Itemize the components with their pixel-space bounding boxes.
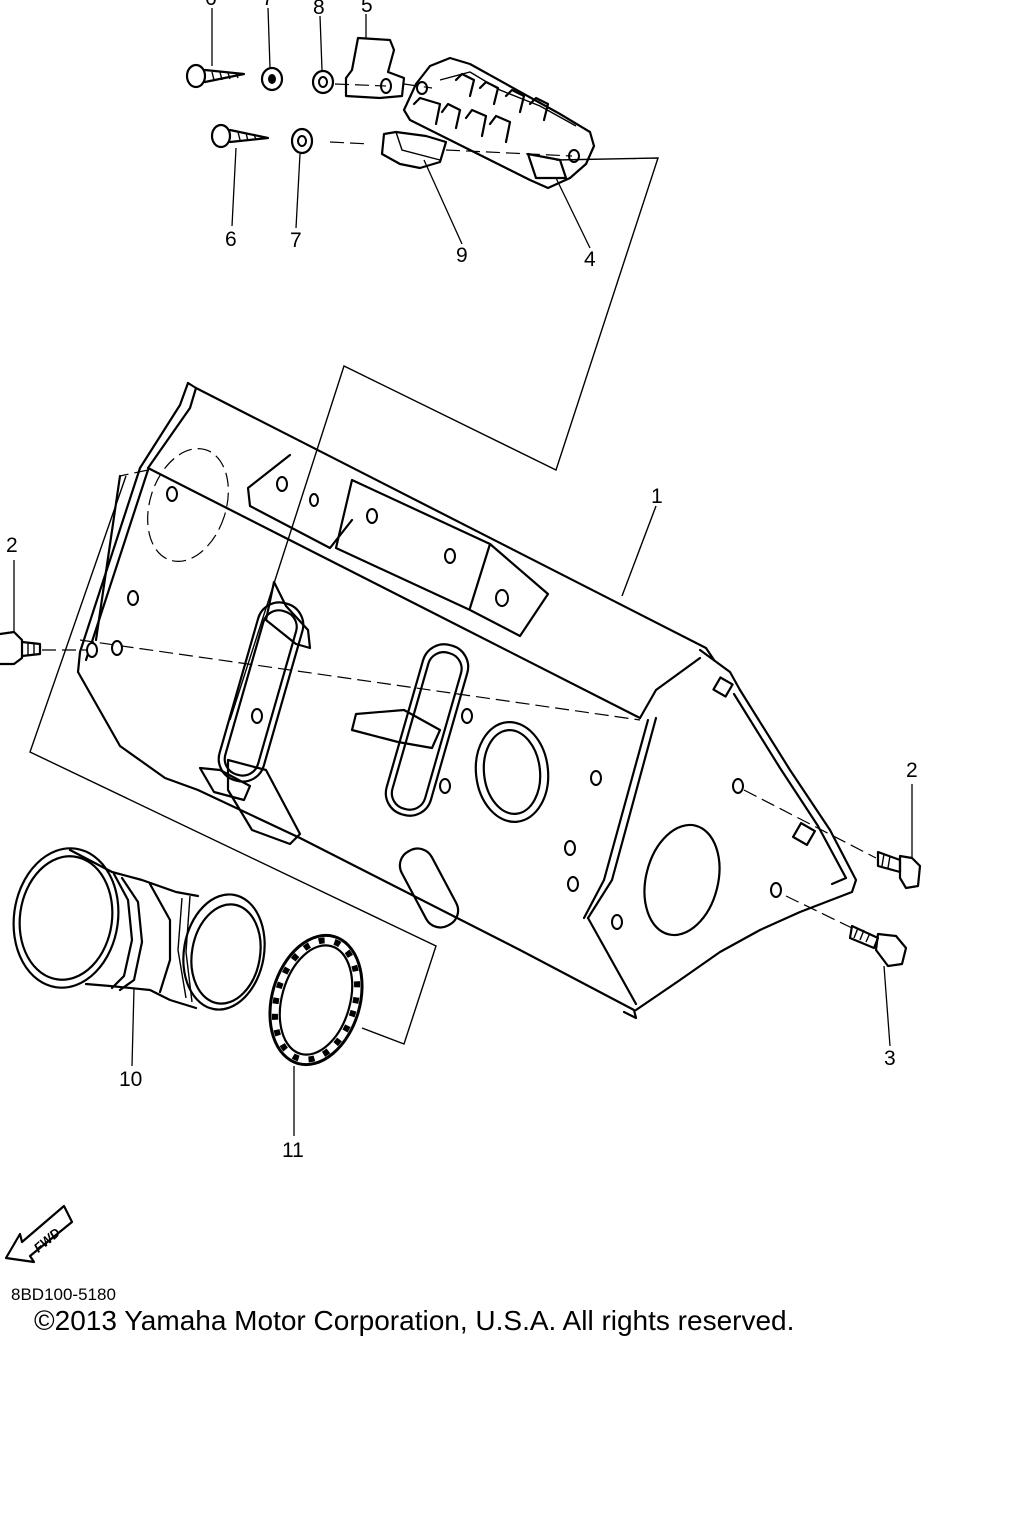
callout-7-top: 7 bbox=[262, 0, 274, 9]
callout-2-left: 2 bbox=[6, 534, 18, 557]
callout-4: 4 bbox=[584, 248, 596, 271]
callout-6-top: 6 bbox=[205, 0, 217, 9]
callout-3: 3 bbox=[884, 1047, 896, 1070]
callout-6-bottom: 6 bbox=[225, 228, 237, 251]
callout-5: 5 bbox=[361, 0, 373, 17]
washer-part-8 bbox=[311, 69, 335, 95]
bracket-part-5 bbox=[344, 36, 406, 100]
callout-7-bottom: 7 bbox=[290, 229, 302, 252]
callout-2-right: 2 bbox=[906, 759, 918, 782]
copyright-notice: ©2013 Yamaha Motor Corporation, U.S.A. A… bbox=[34, 1305, 795, 1336]
housing-part-1 bbox=[76, 381, 858, 1020]
bolt-part-2-left bbox=[0, 630, 42, 666]
leader-1 bbox=[621, 505, 657, 597]
callout-8: 8 bbox=[313, 0, 325, 19]
bolt-part-2-right bbox=[876, 850, 922, 890]
callout-11: 11 bbox=[282, 1139, 304, 1162]
duct-part-10 bbox=[12, 847, 266, 1011]
callout-9: 9 bbox=[456, 244, 468, 267]
clamp-part-9 bbox=[380, 130, 448, 170]
callout-10: 10 bbox=[119, 1068, 143, 1091]
bolt-part-3 bbox=[848, 924, 908, 968]
diagram-code: 8BD100-5180 bbox=[11, 1285, 116, 1304]
screws-part-6 bbox=[185, 63, 270, 149]
gasket-part-11 bbox=[268, 933, 364, 1067]
forward-arrow-icon: FWD bbox=[4, 1204, 74, 1264]
nuts-part-7 bbox=[260, 66, 314, 155]
regulator-part-4 bbox=[402, 56, 596, 190]
callout-1: 1 bbox=[651, 485, 663, 508]
